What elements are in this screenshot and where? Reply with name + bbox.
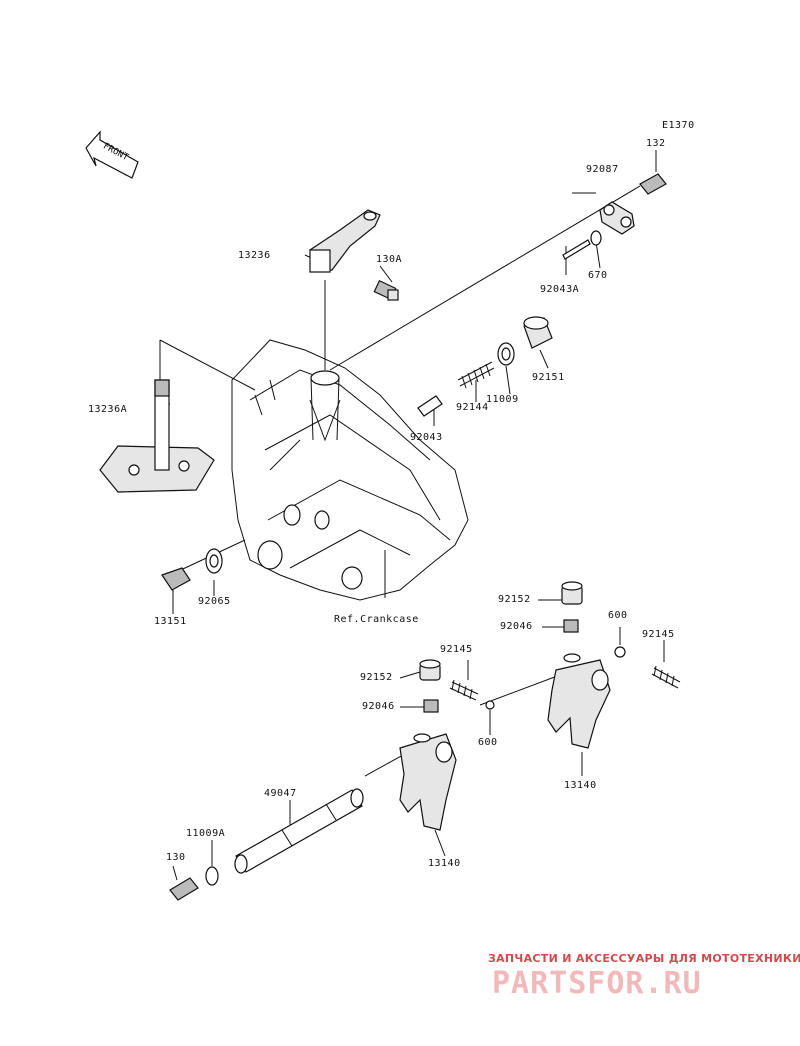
part-label-11009a: 11009A <box>186 828 226 839</box>
watermark-logo: PARTSFOR.RU <box>492 966 702 1001</box>
part-label-670: 670 <box>588 270 608 281</box>
part-130-bolt <box>169 877 199 901</box>
part-92046-bearing-left <box>423 699 439 713</box>
part-92152-collar-left <box>419 659 441 681</box>
part-130a-bolt <box>373 279 399 301</box>
part-label-130a: 130A <box>376 254 403 265</box>
part-13236a-shaft <box>99 379 215 493</box>
part-label-92152-left: 92152 <box>360 672 393 683</box>
part-label-92043a: 92043A <box>540 284 580 295</box>
diagram-code: E1370 <box>662 120 695 131</box>
part-92043-pin <box>417 395 443 417</box>
part-label-92046-right: 92046 <box>500 621 533 632</box>
ref-crankcase-label: Ref.Crankcase <box>334 614 419 625</box>
part-label-92152-right: 92152 <box>498 594 531 605</box>
part-label-92145-right: 92145 <box>642 629 675 640</box>
part-label-600-right: 600 <box>608 610 628 621</box>
part-label-92151: 92151 <box>532 372 565 383</box>
part-13140-fork-left <box>399 733 457 831</box>
part-label-92046-left: 92046 <box>362 701 395 712</box>
part-92065-washer <box>205 548 223 574</box>
part-92145-spring-left <box>449 679 479 701</box>
part-13140-fork-right <box>547 653 611 749</box>
part-label-13236: 13236 <box>238 250 271 261</box>
part-92151-cap <box>523 316 553 349</box>
part-label-132: 132 <box>646 138 666 149</box>
part-label-600-left: 600 <box>478 737 498 748</box>
crankcase-housing <box>231 339 469 601</box>
part-label-92145-left: 92145 <box>440 644 473 655</box>
part-92043a-pin <box>562 239 591 260</box>
part-11009a-washer <box>205 866 219 886</box>
part-label-49047: 49047 <box>264 788 297 799</box>
part-11009-washer <box>497 342 515 366</box>
part-132-bolt <box>639 173 667 195</box>
part-92145-spring-right <box>651 665 681 689</box>
part-label-92144: 92144 <box>456 402 489 413</box>
part-label-92065: 92065 <box>198 596 231 607</box>
part-label-92087: 92087 <box>586 164 619 175</box>
part-49047-shaft <box>234 788 364 874</box>
part-label-13140-right: 13140 <box>564 780 597 791</box>
part-label-13140-left: 13140 <box>428 858 461 869</box>
part-600-ball-right <box>614 646 626 658</box>
shaft-boss <box>310 370 340 441</box>
front-arrow-icon: FRONT <box>85 130 139 179</box>
part-13151-plug <box>161 567 191 591</box>
part-92144-spring <box>457 361 495 389</box>
part-92087-plate <box>599 201 635 235</box>
part-600-ball-left <box>485 700 495 710</box>
part-92152-collar-right <box>561 581 583 605</box>
part-label-11009: 11009 <box>486 394 519 405</box>
part-label-13151: 13151 <box>154 616 187 627</box>
watermark-tagline: ЗАПЧАСТИ И АКСЕССУАРЫ ДЛЯ МОТОТЕХНИКИ <box>488 952 800 965</box>
part-92046-bearing-right <box>563 619 579 633</box>
part-670-ring <box>590 230 602 246</box>
part-label-13236a: 13236A <box>88 404 128 415</box>
part-label-92043: 92043 <box>410 432 443 443</box>
part-13236-arm <box>309 209 381 273</box>
part-label-130: 130 <box>166 852 186 863</box>
